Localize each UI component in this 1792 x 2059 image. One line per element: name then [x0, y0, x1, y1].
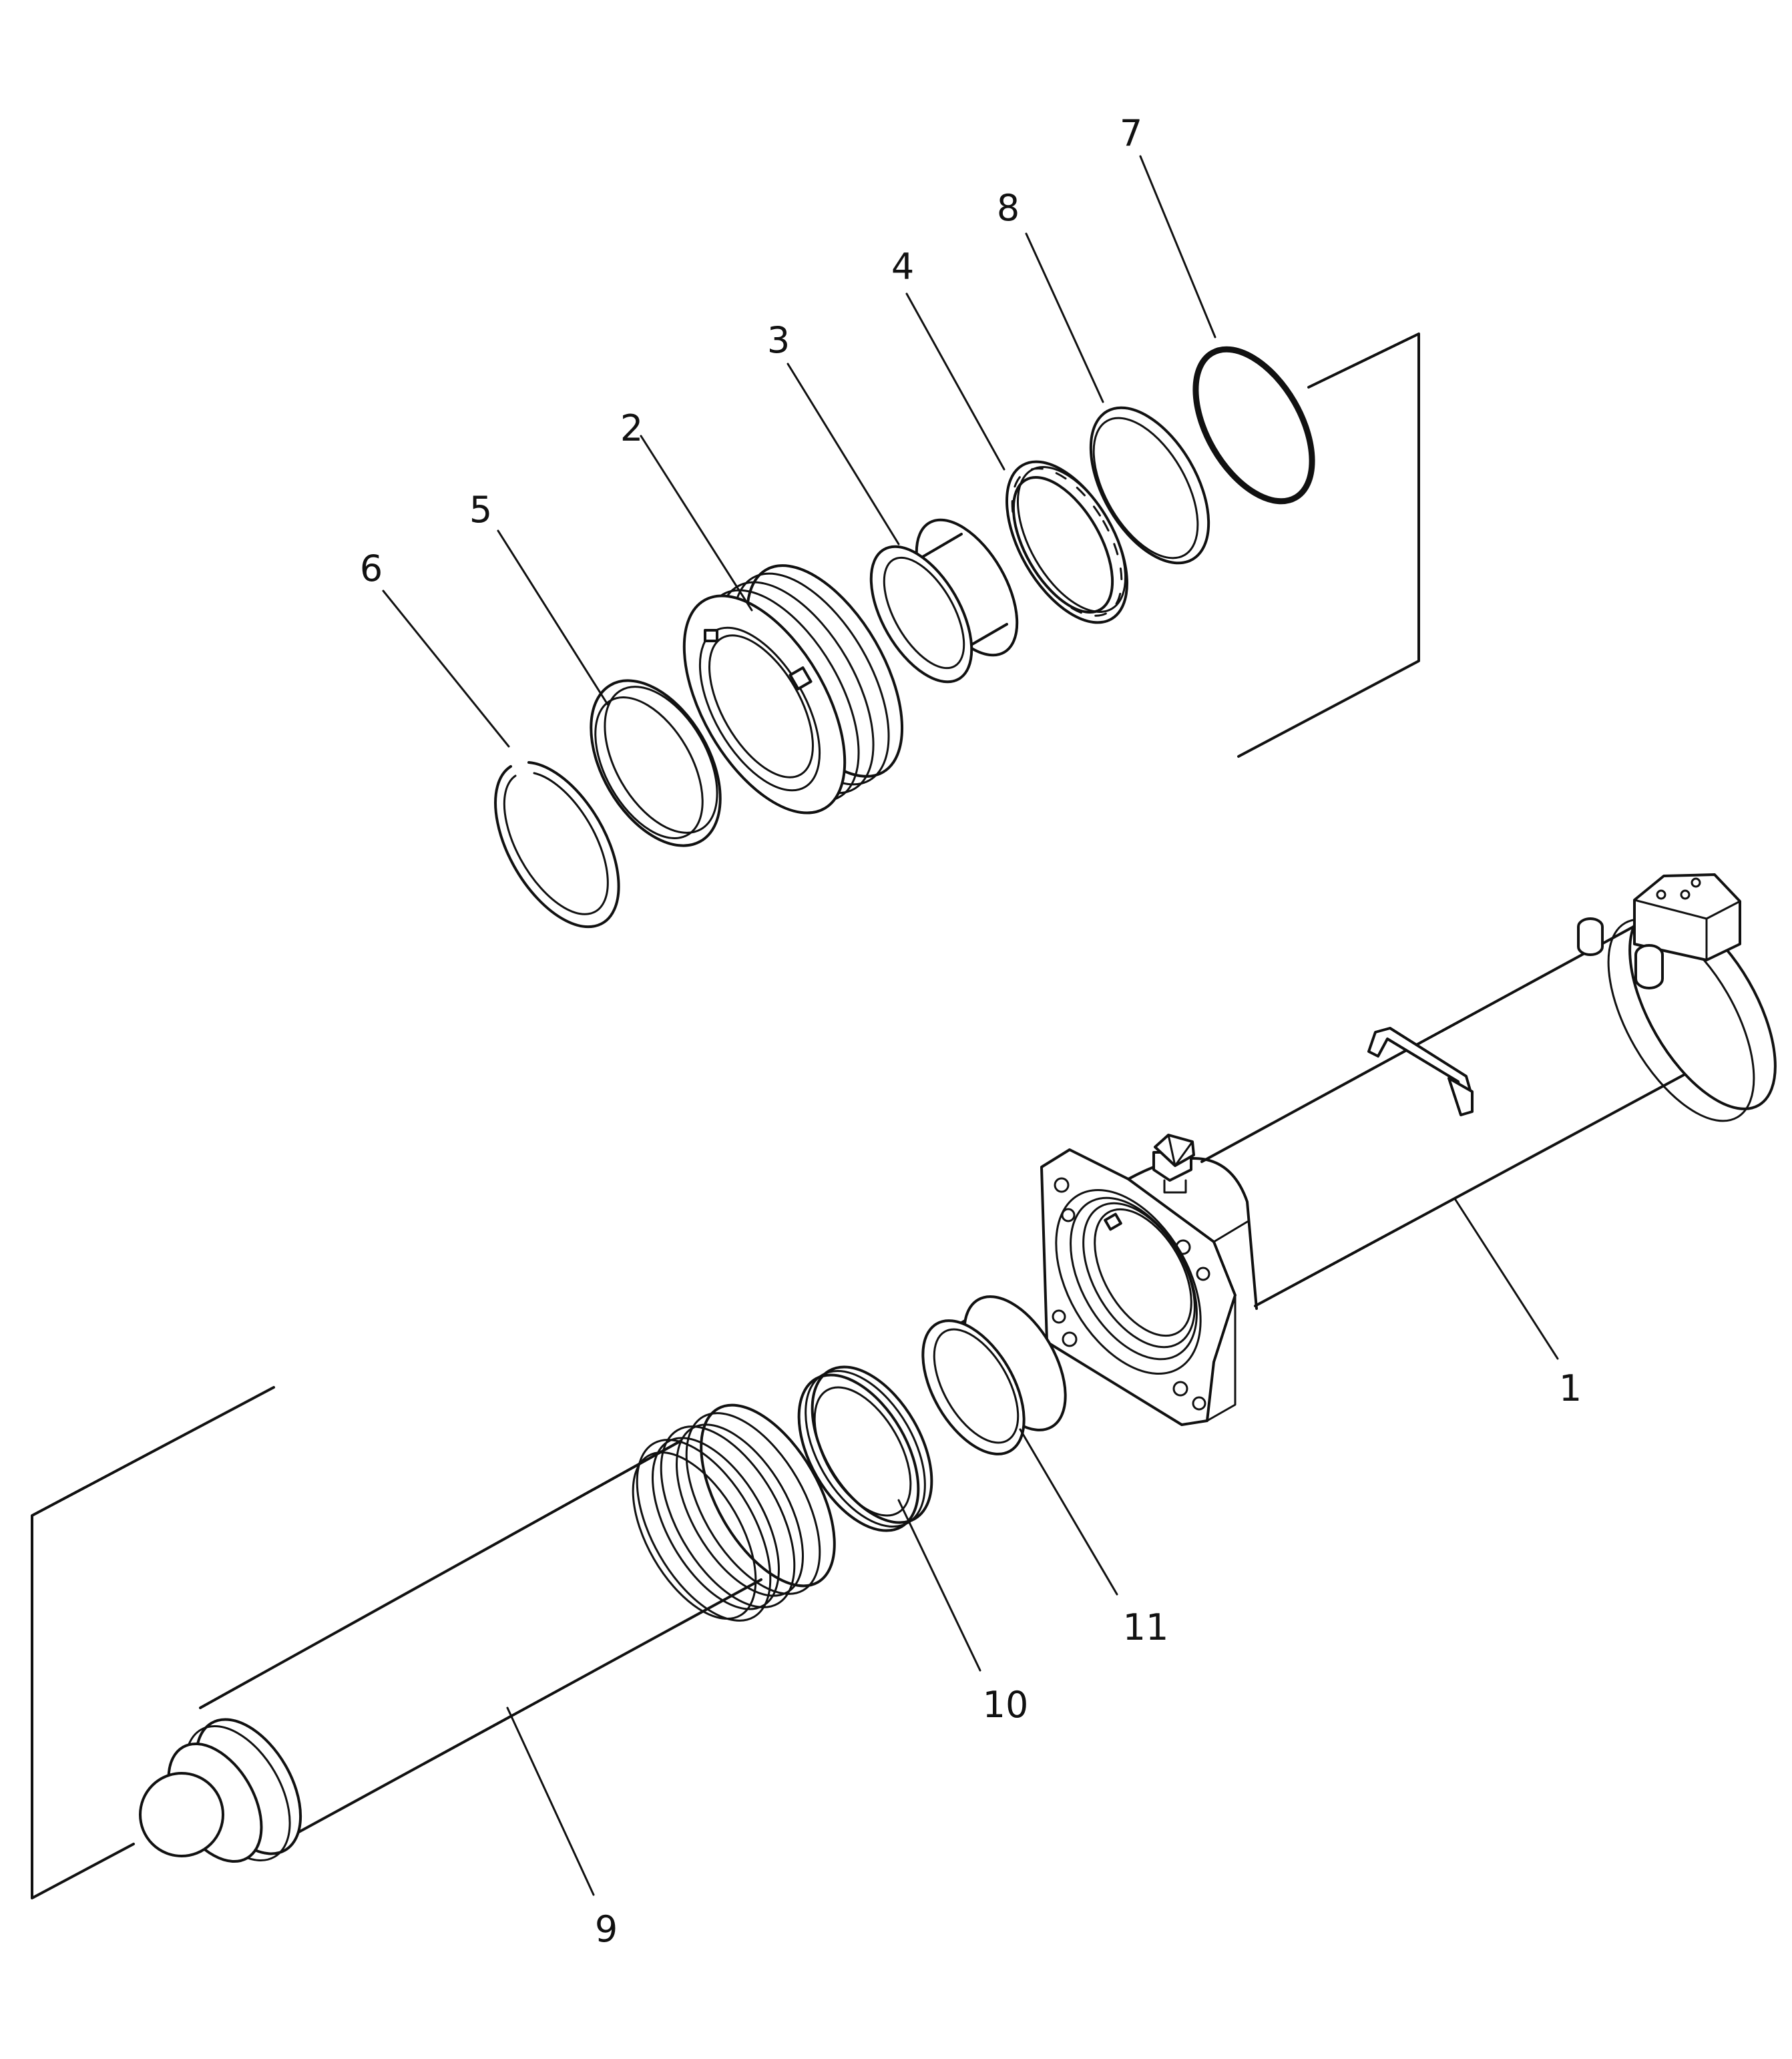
label-part-11: 11 [1123, 1606, 1169, 1648]
label-part-3: 3 [767, 319, 790, 361]
label-part-7: 7 [1120, 112, 1142, 154]
leader-lines [382, 155, 1559, 1896]
cylinder-head-part-2 [682, 564, 904, 815]
leader-part-1 [1454, 1198, 1559, 1360]
leader-part-6 [382, 590, 510, 748]
label-part-5: 5 [469, 489, 492, 531]
label-part-6: 6 [360, 547, 383, 590]
buffer-ring-part-4 [1005, 460, 1128, 624]
wiper-ring-part-5 [590, 679, 722, 847]
label-part-8: 8 [997, 187, 1020, 229]
bushing-part-11 [921, 1295, 1067, 1455]
upper-group-bracket [1237, 332, 1420, 758]
piston-seal-part-10 [797, 1365, 933, 1532]
label-part-1: 1 [1559, 1367, 1582, 1409]
piston-rod-part-9 [139, 1403, 836, 1863]
leader-part-7 [1139, 155, 1216, 338]
label-part-9: 9 [595, 1908, 618, 1950]
snap-ring-part-6 [494, 761, 620, 929]
part-labels: 1 2 3 4 5 6 7 8 9 10 11 [360, 112, 1582, 1950]
leader-part-10 [897, 1499, 981, 1672]
leader-part-2 [640, 435, 753, 612]
leader-part-11 [1019, 1428, 1118, 1596]
leader-part-8 [1025, 232, 1104, 403]
leader-part-9 [506, 1706, 595, 1896]
label-part-4: 4 [891, 246, 914, 288]
leader-part-5 [497, 529, 609, 706]
label-part-2: 2 [620, 407, 643, 449]
cylinder-tube-part-1 [1040, 873, 1777, 1426]
lower-group-bracket [31, 1386, 275, 1899]
bushing-part-3 [869, 518, 1019, 684]
backup-ring-part-8 [1089, 406, 1210, 565]
label-part-10: 10 [983, 1684, 1029, 1726]
leader-part-3 [787, 363, 900, 545]
o-ring-part-7 [1192, 346, 1315, 505]
leader-part-4 [905, 292, 1005, 471]
